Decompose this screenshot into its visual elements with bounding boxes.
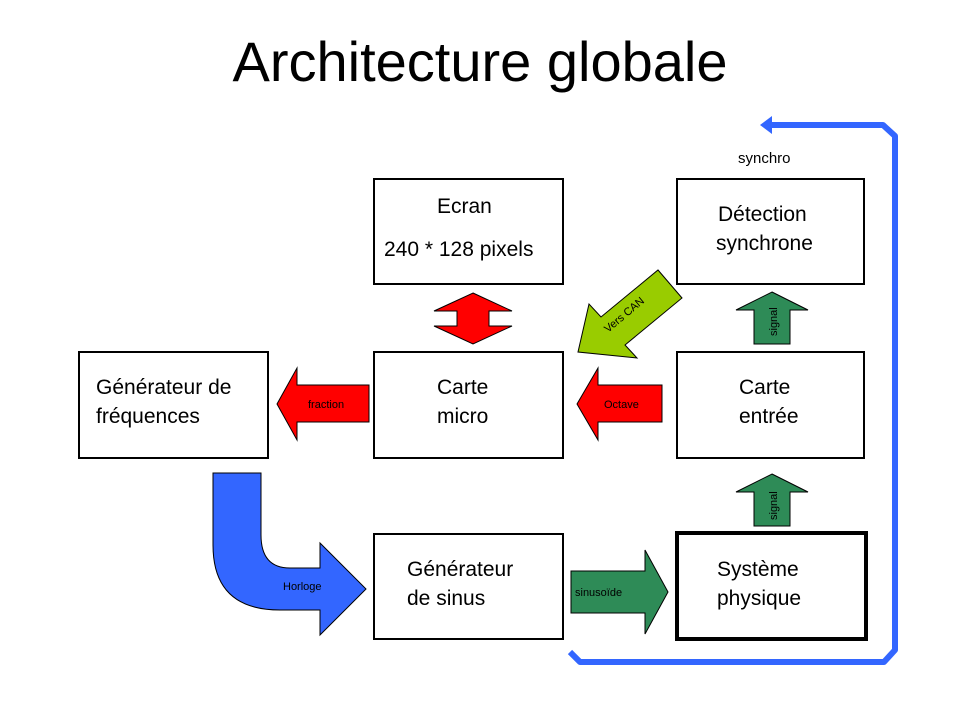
sinusoide-arrow	[570, 549, 669, 635]
signal-top-label: signal	[768, 307, 780, 336]
generateur-sinus-line2: de sinus	[407, 587, 486, 610]
detection-synchrone-box: Détection synchrone	[676, 178, 865, 285]
carte-micro-line2: micro	[437, 405, 489, 428]
signal-bottom-label: signal	[768, 491, 780, 520]
generateur-sinus-box: Générateur de sinus	[373, 533, 564, 640]
carte-entree-line1: Carte	[739, 376, 791, 399]
page-title: Architecture globale	[232, 30, 728, 93]
systeme-line1: Système	[717, 558, 799, 581]
generateur-frequences-box: Générateur de fréquences	[78, 351, 269, 459]
ecran-box: Ecran 240 * 128 pixels	[373, 178, 564, 285]
carte-micro-box: Carte micro	[373, 351, 564, 459]
octave-arrow	[576, 366, 663, 442]
synchro-loop-arrowhead	[760, 116, 772, 134]
systeme-physique-box: Système physique	[675, 531, 868, 641]
ecran-label: Ecran	[437, 195, 492, 218]
signal-bottom-arrow	[735, 473, 809, 527]
vers-can-arrow	[577, 269, 683, 359]
carte-entree-box: Carte entrée	[676, 351, 865, 459]
generateur-sinus-line1: Générateur	[407, 558, 514, 581]
fraction-label: fraction	[308, 399, 344, 411]
fraction-arrow	[276, 366, 370, 442]
carte-entree-line2: entrée	[739, 405, 799, 428]
generateur-frequences-line2: fréquences	[96, 405, 200, 428]
generateur-frequences-line1: Générateur de	[96, 376, 232, 399]
synchro-label: synchro	[738, 150, 791, 167]
horloge-label: Horloge	[283, 581, 322, 593]
carte-micro-line1: Carte	[437, 376, 489, 399]
octave-label: Octave	[604, 399, 639, 411]
ecran-micro-double-arrow	[433, 292, 513, 345]
horloge-arrow	[212, 472, 367, 637]
ecran-resolution: 240 * 128 pixels	[384, 238, 534, 261]
signal-top-arrow	[735, 291, 809, 345]
detection-line1: Détection	[718, 203, 807, 226]
systeme-line2: physique	[717, 587, 802, 610]
synchro-loop-line	[567, 122, 898, 665]
sinusoide-label: sinusoïde	[575, 587, 622, 599]
detection-line2: synchrone	[716, 232, 813, 255]
